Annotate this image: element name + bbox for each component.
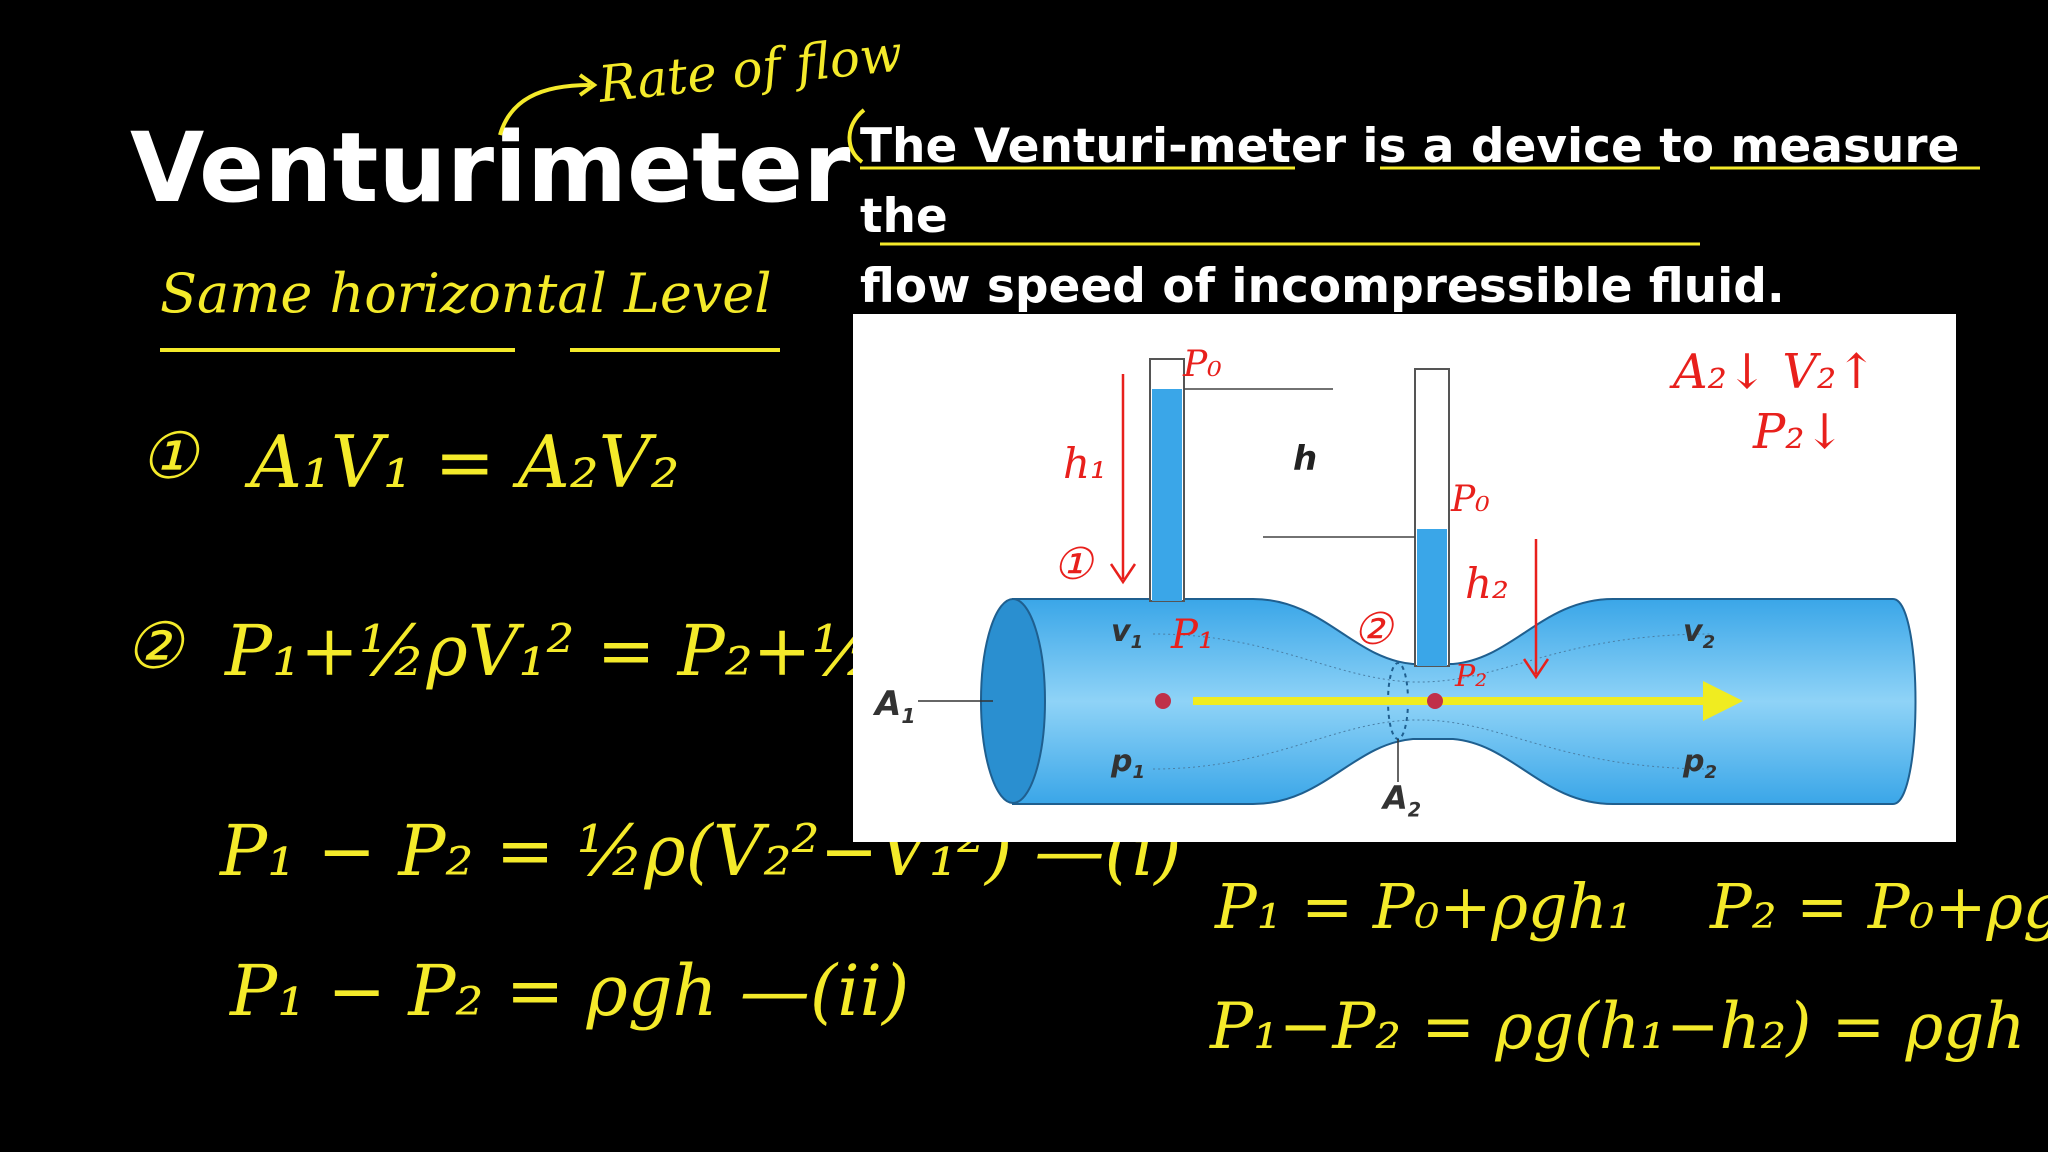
p1-equation: P₁ = P₀+ρgh₁ <box>1215 870 1633 943</box>
definition-line-2: flow speed of incompressible fluid. <box>860 259 1785 314</box>
p2-note: P₂ <box>1455 659 1488 694</box>
equation-1-number: ① <box>140 420 198 494</box>
area-1-label: A1 <box>875 684 916 728</box>
pressure-difference-equation-ii: P₁ − P₂ = ρgh —(ii) <box>230 950 910 1032</box>
p0-left-note: P₀ <box>1183 344 1222 385</box>
venturi-diagram: A1 A2 v1 v2 p1 p2 h P₀ P₀ h₁ h₂ ① ② P₁ P… <box>853 314 1956 842</box>
pressure-1-label: p1 <box>1111 744 1146 783</box>
same-level-note: Same horizontal Level <box>160 262 772 325</box>
area-2-label: A2 <box>1383 779 1422 822</box>
h1-note: h₁ <box>1063 439 1107 488</box>
velocity-2-label: v2 <box>1683 614 1716 653</box>
page-title: Venturimeter <box>130 112 851 224</box>
point-2-marker: ② <box>1353 604 1393 655</box>
point-1-marker: ① <box>1053 539 1093 590</box>
h2-note: h₂ <box>1465 559 1509 608</box>
definition-line-1: The Venturi-meter is a device to measure… <box>860 119 1960 244</box>
height-difference-equation: P₁−P₂ = ρg(h₁−h₂) = ρgh <box>1210 990 2026 1064</box>
velocity-1-label: v1 <box>1111 614 1144 653</box>
arrow-annotation-icon <box>498 73 598 136</box>
pressure-2-label: p2 <box>1683 744 1718 783</box>
p0-right-note: P₀ <box>1451 479 1490 520</box>
venturi-tube-icon <box>918 358 1917 805</box>
p2-equation: P₂ = P₀+ρgh₂ <box>1710 870 2048 943</box>
area-velocity-note: A₂↓ V₂↑ <box>1673 344 1877 400</box>
p1-note: P₁ <box>1171 612 1214 658</box>
continuity-equation: A₁V₁ = A₂V₂ <box>250 420 680 504</box>
pressure-drop-note: P₂↓ <box>1753 404 1845 460</box>
definition-underline-decoration <box>847 108 1980 246</box>
height-label: h <box>1293 439 1318 479</box>
definition-text: The Venturi-meter is a device to measure… <box>860 112 2020 322</box>
underline-decoration <box>160 348 780 352</box>
equation-2-number: ② <box>125 610 183 684</box>
